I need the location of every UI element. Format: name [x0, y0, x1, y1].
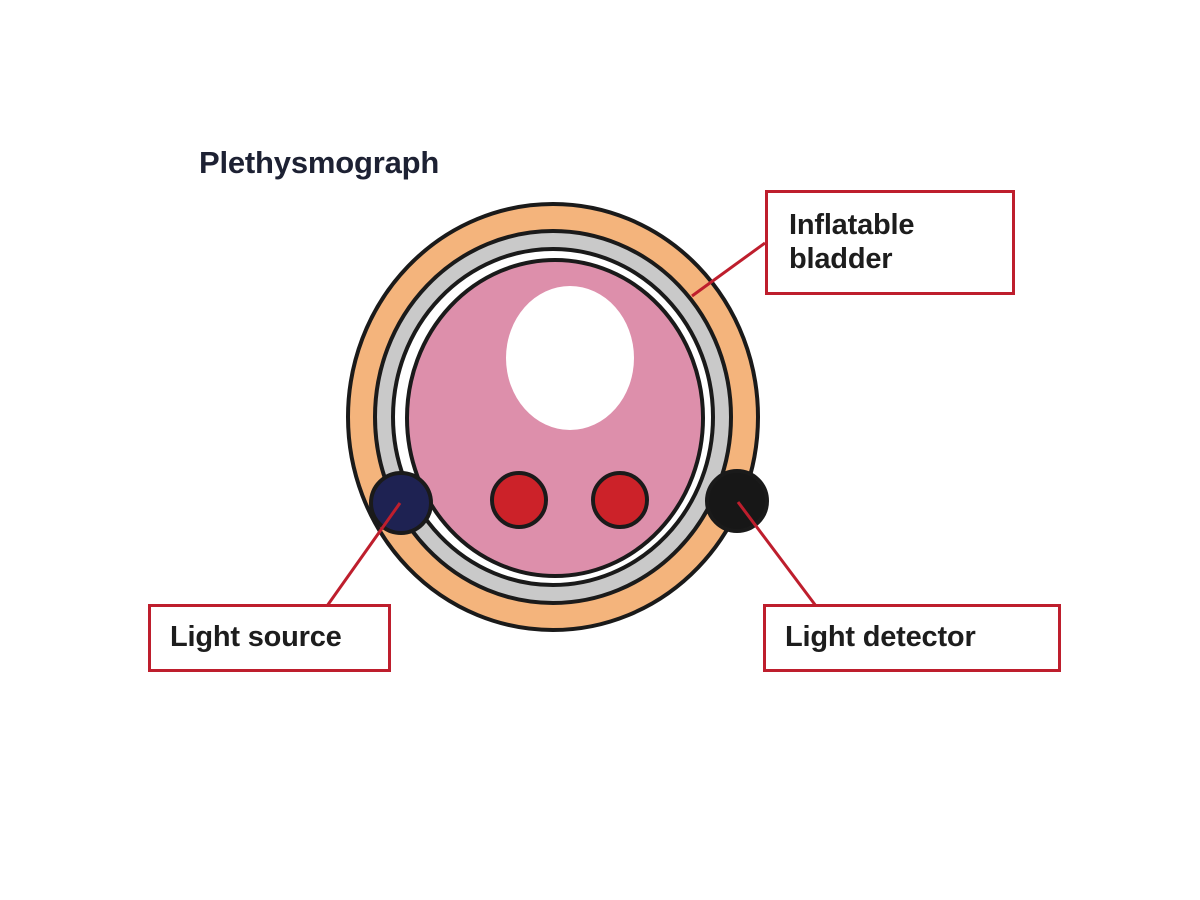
leader-line-light-detector: [736, 501, 818, 607]
callout-light-detector-label: Light detector: [785, 621, 976, 654]
blood-vessel-right: [591, 471, 649, 529]
callout-light-detector: Light detector: [763, 604, 1061, 672]
callout-inflatable-bladder-label: Inflatable bladder: [789, 208, 915, 277]
callout-inflatable-bladder: Inflatable bladder: [765, 190, 1015, 295]
blood-vessel-left: [490, 471, 548, 529]
bone-oval: [506, 286, 634, 430]
callout-inflatable-bladder-line-1: Inflatable: [789, 208, 915, 241]
callout-light-source-label: Light source: [170, 621, 342, 654]
callout-light-source: Light source: [148, 604, 391, 672]
leader-line-light-source: [325, 502, 402, 607]
callout-inflatable-bladder-line-2: bladder: [789, 242, 893, 275]
light-detector-sensor: [705, 469, 769, 533]
page-title: Plethysmograph: [199, 145, 440, 180]
leader-line-inflatable-bladder: [691, 241, 766, 298]
light-source-emitter: [369, 471, 433, 535]
